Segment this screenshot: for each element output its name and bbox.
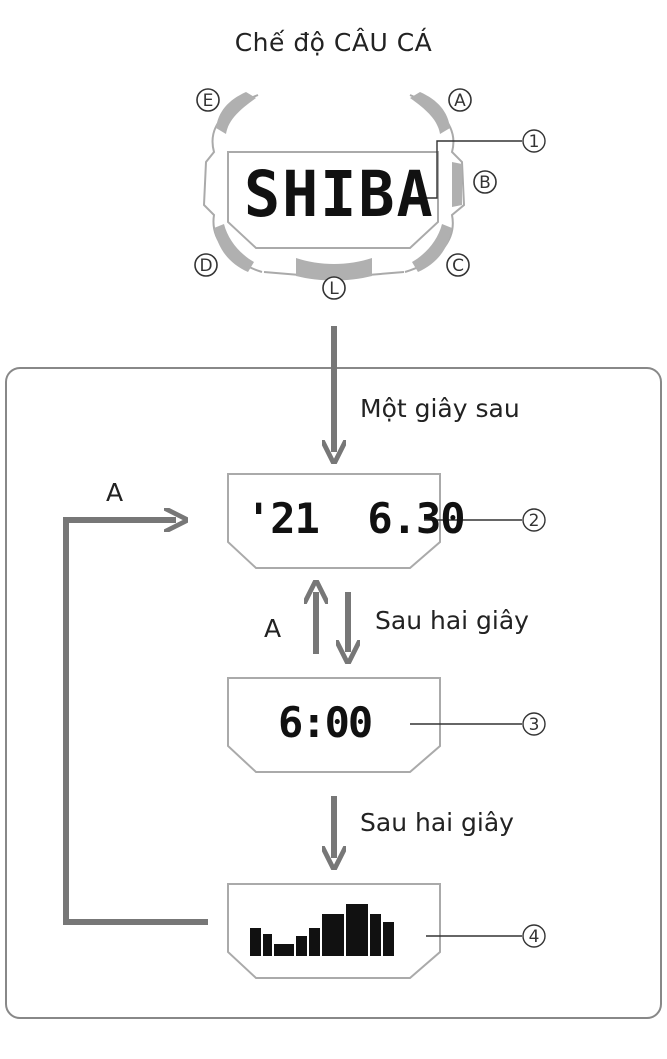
date-screen-outline [227,473,441,569]
callout-2-circle [522,508,546,532]
watch-buttons [214,92,462,281]
button-l [296,258,372,281]
callout-4-circle [522,924,546,948]
button-a-label: A [454,91,466,111]
tide-bar-4 [296,936,307,956]
button-c-label: C [452,256,464,276]
tide-bar-3 [274,944,294,956]
label-after-one-second: Một giây sau [360,394,520,423]
callout-1-label: 1 [529,132,540,152]
callout-2-label: 2 [529,511,540,531]
tide-bar-5 [309,928,320,956]
tide-bar-6 [322,914,344,956]
button-b-label: B [479,173,491,193]
label-after-two-seconds-1: Sau hai giây [375,606,529,635]
time-screen-outline [227,677,441,773]
tide-bar-2 [263,934,272,956]
button-a-circle [448,88,472,112]
main-display-text: SHIBA [244,158,435,232]
loop-arrow-button-a [63,520,208,925]
label-after-two-seconds-2: Sau hai giây [360,808,514,837]
tide-bar-7 [346,904,368,956]
button-d-circle [194,253,218,277]
callout-1-leader [425,140,522,199]
callout-3-circle [522,712,546,736]
date-display-text: '21 6.30 [246,494,466,543]
button-d-label: D [199,256,212,276]
time-display-text: 6:00 [278,698,373,747]
tide-bar-8 [370,914,381,956]
button-l-circle [322,276,346,300]
watch-lcd-outline [227,151,439,249]
button-c-circle [446,253,470,277]
callout-3-label: 3 [529,715,540,735]
button-l-label: L [329,279,339,299]
callout-1-circle [522,129,546,153]
button-b-circle [473,170,497,194]
label-button-a-up: A [264,614,282,643]
button-b [452,162,462,207]
button-d [214,224,254,272]
callout-4-label: 4 [529,927,540,947]
tide-graph [250,904,394,956]
button-a [410,92,450,134]
button-c [412,224,452,272]
tide-bar-9 [383,922,394,956]
button-e [216,92,256,134]
label-button-a-loop: A [106,478,124,507]
button-e-circle [196,88,220,112]
mode-title: Chế độ CÂU CÁ [234,28,433,57]
tide-bar-1 [250,928,261,956]
button-e-label: E [203,91,214,111]
